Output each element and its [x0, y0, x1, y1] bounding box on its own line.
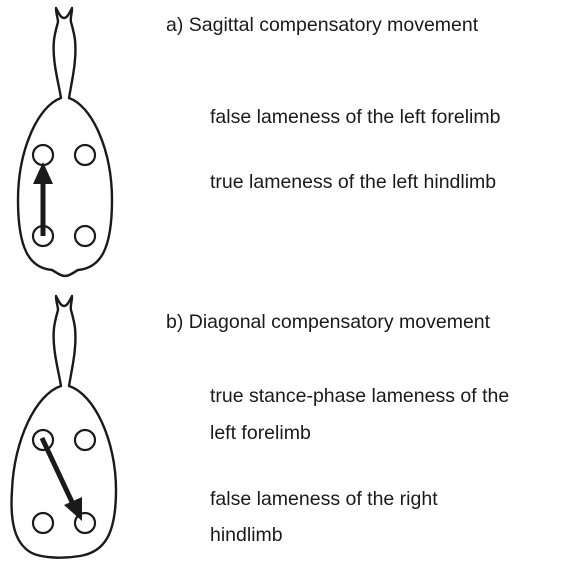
right-forelimb-hoof [75, 145, 95, 165]
panel-b-item-false-lameness-line-2: hindlimb [210, 520, 283, 550]
diagonal-diagram [0, 290, 150, 561]
panel-a-item-true-lameness: true lameness of the left hindlimb [210, 167, 496, 197]
panel-b-heading: b) Diagonal compensatory movement [166, 307, 490, 337]
right-forelimb-hoof [75, 430, 95, 450]
sagittal-diagram [0, 0, 150, 285]
left-hindlimb-hoof [33, 513, 53, 533]
right-hindlimb-hoof [75, 226, 95, 246]
panel-b-item-false-lameness-line-1: false lameness of the right [210, 484, 438, 514]
panel-a-item-false-lameness: false lameness of the left forelimb [210, 102, 500, 132]
panel-b-item-true-lameness-line-2: left forelimb [210, 418, 311, 448]
sagittal-arrow-head [33, 162, 53, 184]
horse-body-outline [12, 296, 116, 558]
diagonal-arrow-shaft [42, 438, 72, 502]
panel-a-heading: a) Sagittal compensatory movement [166, 10, 478, 40]
panel-b-item-true-lameness-line-1: true stance-phase lameness of the [210, 381, 509, 411]
